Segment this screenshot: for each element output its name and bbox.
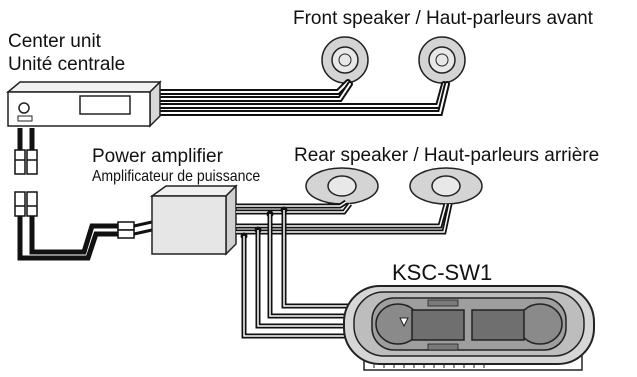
power-amplifier-label: Power amplifier: [92, 146, 223, 167]
front-speaker-right-icon: [418, 36, 466, 84]
rca-cable: [14, 128, 153, 261]
rear-speaker-label: Rear speaker / Haut-parleurs arrière: [294, 145, 600, 166]
power-amplifier-label-fr: Amplificateur de puissance: [92, 168, 261, 185]
center-unit-label-fr: Unité centrale: [8, 54, 126, 75]
ksc-sw1-subwoofer-icon: [343, 285, 595, 371]
front-speaker-cables: [147, 79, 450, 116]
rear-speaker-right-icon: [409, 167, 483, 205]
power-amplifier-icon: [149, 184, 238, 256]
front-speaker-left-icon: [321, 36, 369, 84]
subwoofer-cables: [241, 210, 352, 339]
model-label: KSC-SW1: [392, 260, 493, 285]
rear-speaker-left-icon: [305, 167, 379, 205]
center-unit-label: Center unit: [8, 31, 101, 52]
front-speaker-label: Front speaker / Haut-parleurs avant: [293, 8, 593, 29]
center-unit-icon: [5, 80, 162, 128]
